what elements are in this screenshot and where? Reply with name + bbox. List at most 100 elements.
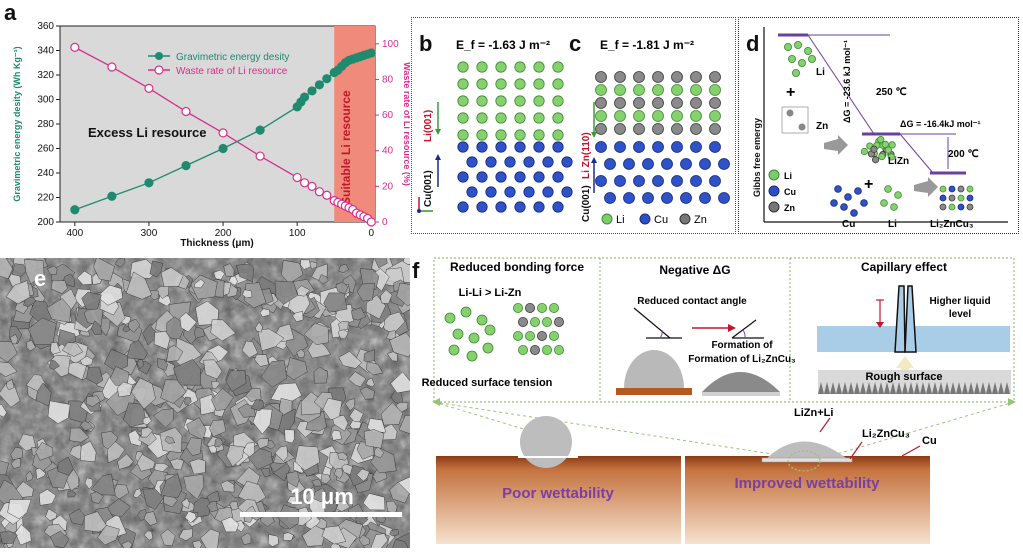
li-atom <box>652 110 664 122</box>
sem-grain <box>242 442 255 458</box>
zn-atom <box>690 123 702 135</box>
f-box3-title: Capillary effect <box>861 260 947 274</box>
sem-grain <box>109 366 130 386</box>
sem-grain <box>121 540 133 548</box>
excess-region-label: Excess Li resource <box>88 125 207 140</box>
cu-atom <box>830 199 838 207</box>
sem-grain <box>331 429 343 441</box>
li-atom <box>878 152 886 161</box>
sem-grain <box>61 342 84 357</box>
zn-atom <box>671 123 683 135</box>
series-0-point <box>314 80 325 90</box>
zn-atom <box>525 303 536 314</box>
sem-grain <box>116 381 134 398</box>
gibbs-diagram: Gibbs free emergy ΔG = -23.6 kJ mol⁻¹ 25… <box>752 27 1008 230</box>
sem-grain <box>338 351 363 369</box>
cu-atom <box>561 156 573 168</box>
sem-grain <box>245 387 262 402</box>
cu-atom <box>504 156 516 168</box>
li-atom <box>671 110 683 122</box>
sem-grain <box>344 398 356 412</box>
f-box3-liquid-1: Higher liquid <box>929 296 990 307</box>
sem-grain <box>294 445 320 471</box>
sem-grain <box>166 345 184 363</box>
sem-grain <box>90 491 104 504</box>
sem-grain <box>313 366 329 384</box>
sem-grain <box>179 312 197 333</box>
cu-atom <box>466 186 478 198</box>
li-atom <box>794 40 803 49</box>
cu-atom <box>542 186 554 198</box>
sem-grain <box>69 427 90 443</box>
sem-grain <box>337 452 349 461</box>
zn-atom <box>652 71 664 83</box>
cu-atom <box>948 185 956 193</box>
sem-grain <box>274 280 298 305</box>
sem-grain <box>260 360 288 388</box>
zn-atom <box>948 194 956 202</box>
sem-grain <box>35 467 47 480</box>
substrate-poor <box>436 456 681 544</box>
sem-grain <box>248 448 273 470</box>
zn-atom <box>652 97 664 109</box>
li-atom <box>476 78 488 90</box>
li-atom <box>552 129 564 141</box>
zn-atom <box>595 123 607 135</box>
f-box1-caption: Reduced surface tension <box>422 377 553 389</box>
li-atom <box>533 95 545 107</box>
series-0-point <box>181 161 191 171</box>
cu-atom <box>633 141 645 153</box>
sem-grain <box>390 371 410 394</box>
sem-grain <box>214 437 224 448</box>
sem-grain <box>49 530 70 548</box>
li-atom <box>690 110 702 122</box>
sem-grain <box>318 274 329 285</box>
li-atom <box>541 345 552 356</box>
sem-grain <box>402 258 410 265</box>
li-atom <box>881 140 889 148</box>
li-atom <box>452 328 464 340</box>
cu-atom <box>552 141 564 153</box>
li-atom <box>518 345 529 356</box>
sem-grain <box>0 403 7 418</box>
y-right-tick-label: 60 <box>382 110 394 121</box>
zn-atom <box>871 156 880 164</box>
sem-grain <box>300 391 323 416</box>
zn-atom <box>633 71 645 83</box>
sem-grain <box>7 499 32 520</box>
sem-grain <box>46 298 72 323</box>
legend: Gravimetric energy desity Waste rate of … <box>148 52 289 77</box>
d-lizn: LiZn <box>888 156 909 167</box>
cu-atom <box>604 158 616 170</box>
cu-atom <box>966 194 974 202</box>
sem-grain <box>241 289 253 299</box>
d-t1: 250 ℃ <box>876 87 907 98</box>
sem-grain <box>366 361 384 376</box>
zn-atom <box>614 123 626 135</box>
sem-grain <box>370 533 389 548</box>
sem-grain <box>311 478 322 487</box>
d-plus-2: + <box>864 176 873 193</box>
li-atom <box>514 61 526 73</box>
chart-a: Excess Li resource Suitable Li resource … <box>12 21 410 249</box>
y-left-tick-label: 360 <box>37 21 54 32</box>
cu-atom <box>642 158 654 170</box>
cu-atom <box>614 141 626 153</box>
panel-label-f: f <box>412 258 420 283</box>
sem-grain <box>67 490 77 498</box>
series-1-point <box>218 128 228 138</box>
cu-atom <box>457 201 469 213</box>
sem-grain <box>183 474 205 500</box>
li-atom <box>939 185 947 193</box>
li-atom <box>495 112 507 124</box>
zn-atom <box>652 123 664 135</box>
sem-grain <box>130 377 156 410</box>
series-1-point <box>366 217 376 227</box>
li-atom <box>804 46 813 55</box>
li-atom <box>614 84 626 96</box>
sem-grain <box>10 447 23 461</box>
li-atom <box>476 129 488 141</box>
cu-atom <box>476 201 488 213</box>
cu-atom <box>466 156 478 168</box>
sem-grain <box>380 402 404 426</box>
